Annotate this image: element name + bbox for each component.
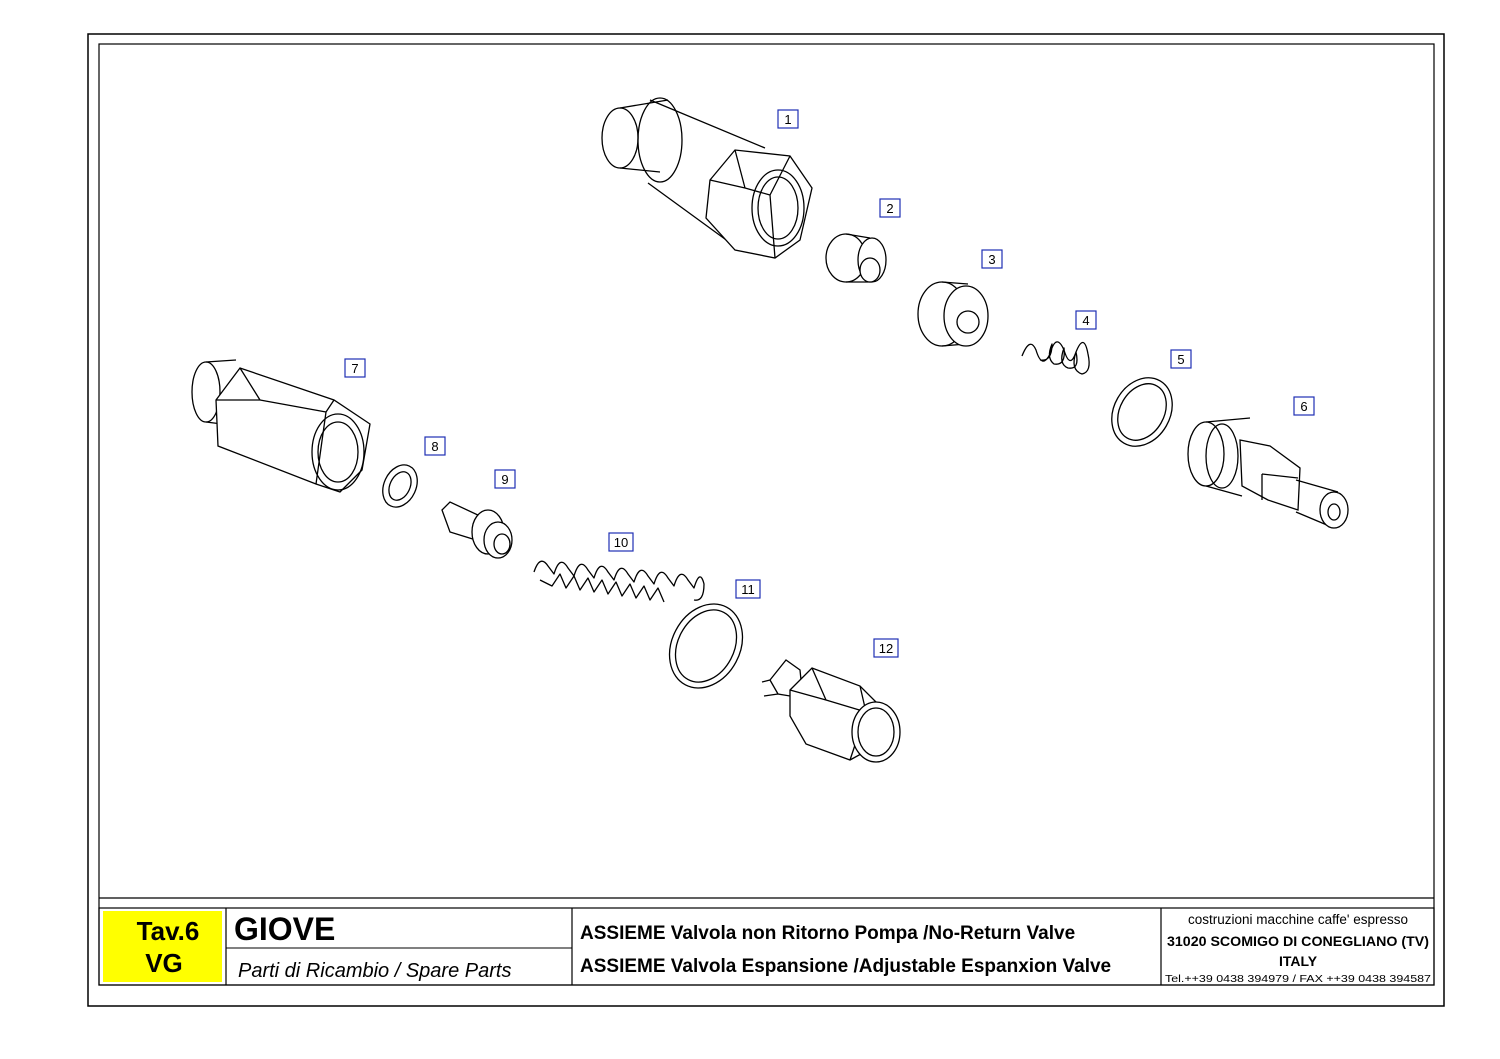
part-11-large-gasket <box>668 603 744 689</box>
company-country: ITALY <box>1279 953 1318 969</box>
callout-8: 8 <box>424 436 446 456</box>
company-address: 31020 SCOMIGO DI CONEGLIANO (TV) <box>1167 933 1429 949</box>
svg-text:7: 7 <box>351 361 358 376</box>
callout-4: 4 <box>1075 310 1097 330</box>
sheet-code-line2: VG <box>145 948 183 978</box>
svg-text:11: 11 <box>741 582 755 597</box>
svg-text:12: 12 <box>879 641 893 656</box>
part-8-small-gasket <box>382 464 418 508</box>
sheet-code-line1: Tav.6 <box>137 916 200 946</box>
callout-5: 5 <box>1170 349 1192 369</box>
callout-9: 9 <box>494 469 516 489</box>
model-name: GIOVE <box>234 911 335 947</box>
svg-text:1: 1 <box>784 112 791 127</box>
svg-text:6: 6 <box>1300 399 1307 414</box>
sheet-code-cell <box>103 911 222 982</box>
part-6-fitting <box>1187 417 1349 529</box>
title-block: Tav.6 VG GIOVE Parti di Ricambio / Spare… <box>98 897 1435 986</box>
svg-text:8: 8 <box>431 439 438 454</box>
parts-subtitle: Parti di Ricambio / Spare Parts <box>238 960 511 982</box>
part-2-valve-disc <box>825 233 887 283</box>
callout-2: 2 <box>879 198 901 218</box>
part-9-piston <box>441 501 513 559</box>
callout-3: 3 <box>981 249 1003 269</box>
part-12-adjusting-fitting <box>761 659 901 763</box>
svg-text:3: 3 <box>988 252 995 267</box>
svg-text:5: 5 <box>1177 352 1184 367</box>
assembly-title-1: ASSIEME Valvola non Ritorno Pompa /No-Re… <box>580 923 1075 944</box>
title-block-frame <box>98 907 1435 986</box>
part-10-long-spring <box>533 560 705 603</box>
callout-10: 10 <box>608 532 634 552</box>
svg-text:4: 4 <box>1082 313 1089 328</box>
part-1-valve-body <box>601 97 813 259</box>
callout-6: 6 <box>1293 396 1315 416</box>
callout-7: 7 <box>344 358 366 378</box>
part-4-small-spring <box>1021 341 1090 375</box>
callout-layer: 1 2 3 4 5 6 7 8 9 10 11 12 <box>344 109 1315 658</box>
part-5-gasket <box>1111 377 1173 447</box>
part-7-hex-body <box>191 359 371 493</box>
assembly-title-2: ASSIEME Valvola Espansione /Adjustable E… <box>580 956 1111 977</box>
callout-11: 11 <box>735 579 761 599</box>
svg-text:10: 10 <box>614 535 628 550</box>
company-phone-fax: Tel.++39 0438 394979 / FAX ++39 0438 394… <box>1165 974 1432 985</box>
svg-text:2: 2 <box>886 201 893 216</box>
svg-text:9: 9 <box>501 472 508 487</box>
company-tagline: costruzioni macchine caffe' espresso <box>1188 912 1408 927</box>
exploded-view <box>191 97 1349 763</box>
part-3-valve-seat <box>917 281 989 347</box>
callout-1: 1 <box>777 109 799 129</box>
callout-12: 12 <box>873 638 899 658</box>
outer-border <box>87 33 1445 1007</box>
